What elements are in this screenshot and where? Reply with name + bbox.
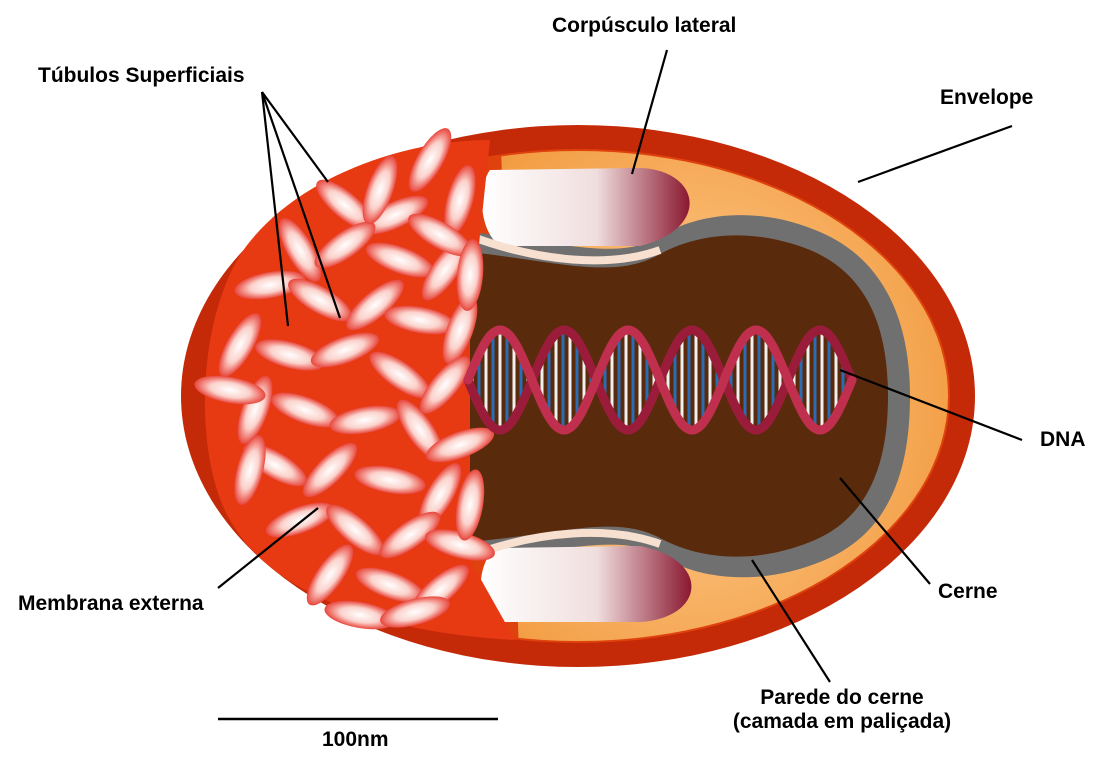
label-membrana-externa: Membrana externa (18, 592, 204, 616)
label-envelope: Envelope (940, 86, 1033, 110)
leader-tubulos-1 (262, 92, 328, 182)
label-dna: DNA (1040, 428, 1086, 452)
label-parede-line1: Parede do cerne (692, 686, 992, 710)
label-tubulos-superficiais: Túbulos Superficiais (38, 64, 245, 88)
lateral-body-top (482, 168, 690, 246)
lateral-body-bottom (481, 546, 692, 622)
label-cerne: Cerne (938, 580, 998, 604)
label-parede-do-cerne: Parede do cerne (camada em paliçada) (692, 686, 992, 734)
label-scale: 100nm (322, 728, 389, 752)
core (470, 235, 888, 556)
label-corpusculo-lateral: Corpúsculo lateral (552, 14, 736, 38)
label-parede-line2: (camada em paliçada) (692, 710, 992, 734)
leader-envelope (858, 126, 1012, 182)
